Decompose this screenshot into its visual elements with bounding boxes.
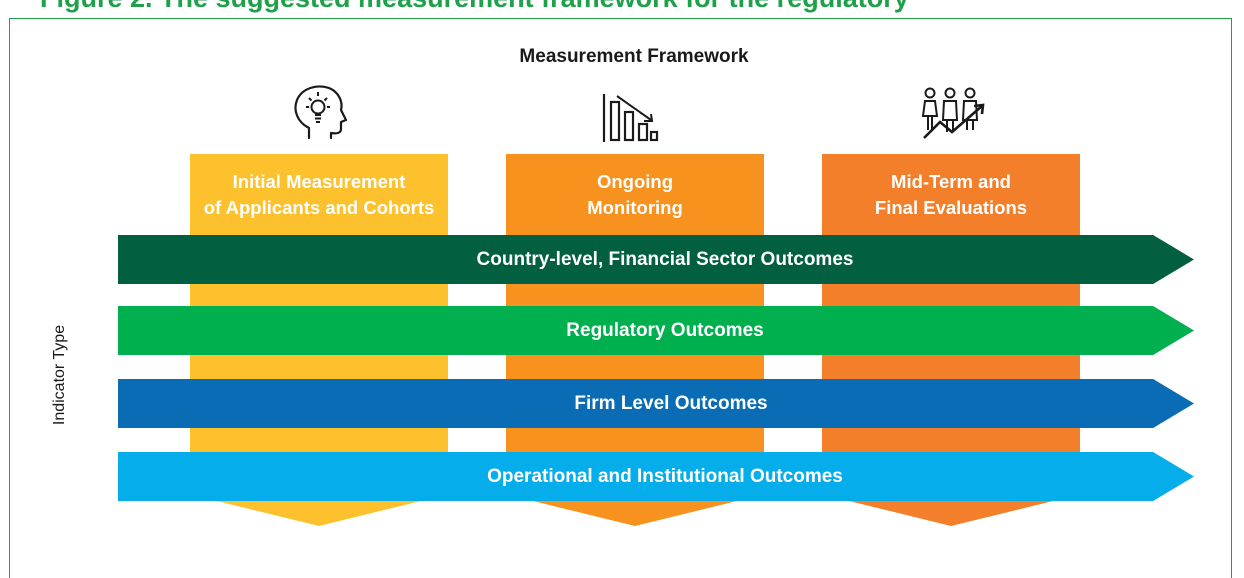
band-label: Regulatory Outcomes [566,320,764,341]
band-firm-level: Firm Level Outcomes [118,379,1194,428]
diagram-title: Measurement Framework [519,46,749,67]
bar-chart-icon [602,94,659,142]
stage-label: Initial Measurement of Applicants and Co… [203,171,435,218]
people-growth-icon [921,87,985,139]
indicator-type-label: Indicator Type [51,324,68,426]
figure-frame [9,18,1232,578]
band-label: Country-level, Financial Sector Outcomes [476,249,854,270]
stage-label: Ongoing Monitoring [587,171,683,218]
band-operational: Operational and Institutional Outcomes [118,452,1194,501]
cut-off-caption: Figure 2. The suggested measurement fram… [0,0,1244,18]
band-regulatory: Regulatory Outcomes [118,306,1194,355]
band-label: Operational and Institutional Outcomes [487,466,843,487]
band-label: Firm Level Outcomes [574,393,768,414]
band-country-level: Country-level, Financial Sector Outcomes [118,235,1194,284]
caption-text: Figure 2. The suggested measurement fram… [40,0,909,14]
stage-label: Mid-Term and Final Evaluations [874,171,1028,218]
head-lightbulb-icon [294,85,348,140]
